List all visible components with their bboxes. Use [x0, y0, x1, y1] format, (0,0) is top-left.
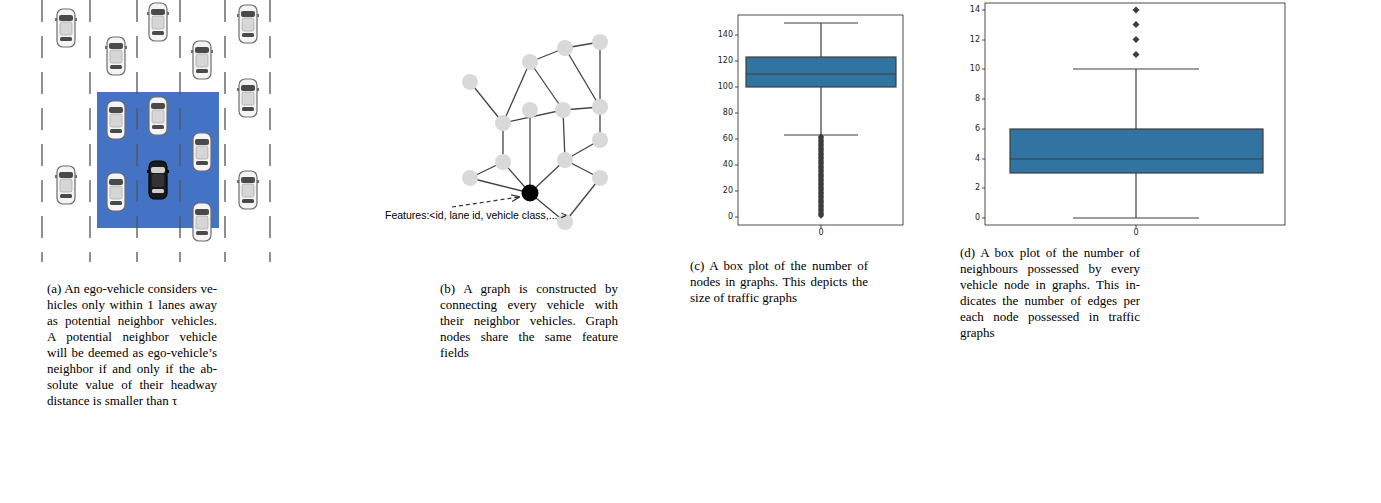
- graph: [452, 34, 608, 230]
- axis-tick-label: 6: [950, 124, 980, 134]
- axis-category-label: 0: [1121, 228, 1151, 238]
- axis-tick-label: 8: [950, 94, 980, 104]
- axis-tick-label: 20: [703, 186, 733, 196]
- feature-leader: [452, 197, 519, 207]
- lane-markings: [42, 0, 270, 262]
- axis-tick-label: 60: [703, 134, 733, 144]
- axis-tick-label: 0: [950, 213, 980, 223]
- axis-tick-label: 12: [950, 35, 980, 45]
- axis-tick-label: 10: [950, 64, 980, 74]
- road-scene: [42, 0, 270, 262]
- graph-edges: [470, 42, 600, 222]
- subfigure-caption: (a) An ego-vehicle considers ve- hicles …: [47, 281, 217, 409]
- box-plot-neighbours: [982, 3, 1285, 228]
- box-plot-nodes: [735, 15, 903, 228]
- axis-tick-label: 80: [703, 108, 733, 118]
- axis-tick-label: 14: [950, 5, 980, 15]
- axis-tick-label: 40: [703, 160, 733, 170]
- axis-tick-label: 140: [703, 30, 733, 40]
- subfigure-caption: (b) A graph is constructed by connecting…: [440, 281, 618, 361]
- axis-tick-label: 120: [703, 56, 733, 66]
- subfigure-caption: (c) A box plot of the number of nodes in…: [690, 258, 868, 306]
- axis-tick-label: 2: [950, 183, 980, 193]
- vehicles: [55, 3, 259, 241]
- axis-category-label: 0: [806, 228, 836, 238]
- feature-annotation: Features:<id, lane id, vehicle class,...…: [385, 209, 567, 222]
- subfigure-caption: (d) A box plot of the number of neighbou…: [960, 245, 1140, 341]
- axis-tick-label: 100: [703, 82, 733, 92]
- axis-tick-label: 4: [950, 154, 980, 164]
- graph-nodes: [462, 34, 608, 230]
- axis-tick-label: 0: [703, 212, 733, 222]
